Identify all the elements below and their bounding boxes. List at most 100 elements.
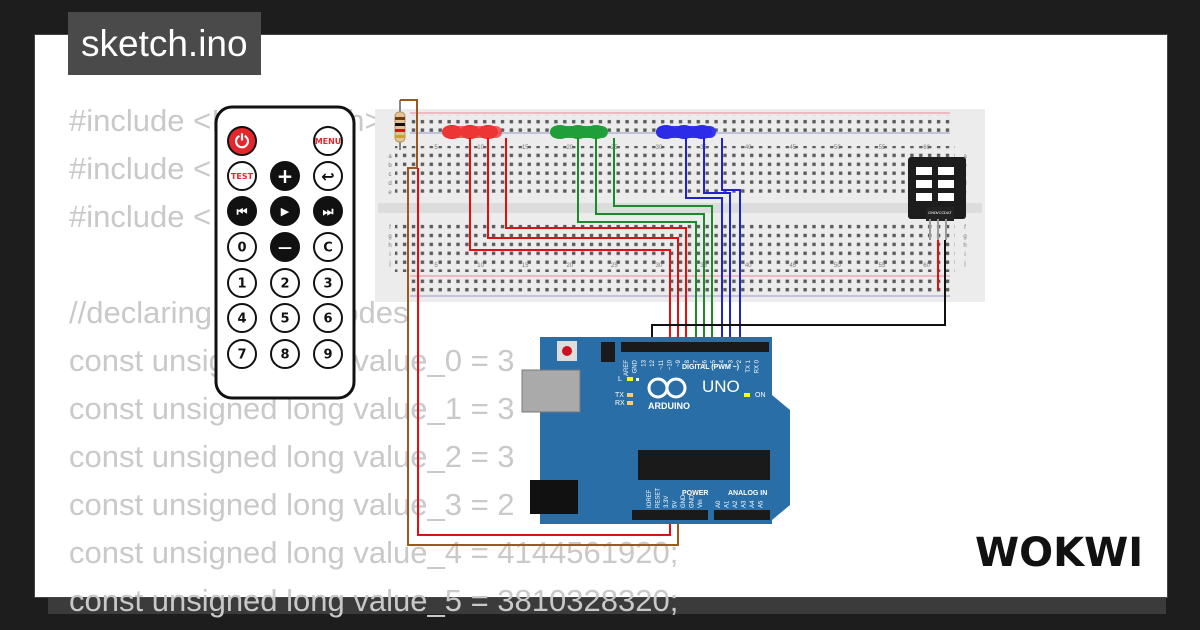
code-line: #include < xyxy=(69,151,212,186)
arduino-brand: ARDUINO xyxy=(648,401,690,411)
pin-label: A0 xyxy=(716,500,722,508)
back-label: ↩ xyxy=(321,167,334,186)
row-label: j xyxy=(388,261,390,267)
pin-label: 4 xyxy=(720,359,726,363)
column-label: 45 xyxy=(789,263,796,269)
ir-pin-label: DAT xyxy=(944,210,952,215)
test-button[interactable]: TEST xyxy=(227,161,257,191)
digit-5-button[interactable]: 5 xyxy=(270,303,300,333)
wokwi-logo: WOKWI xyxy=(975,530,1143,576)
next-button[interactable]: ⏭ xyxy=(313,196,343,226)
row-label: b xyxy=(388,163,392,169)
digit-9-label: 9 xyxy=(323,348,332,363)
digit-8-button[interactable]: 8 xyxy=(270,339,300,369)
row-label: d xyxy=(388,181,391,187)
row-label: h xyxy=(963,243,966,249)
led-label-rx: RX xyxy=(615,400,625,407)
pin-label: 8 xyxy=(685,359,691,363)
pin-label: 3.3V xyxy=(664,496,670,508)
digit-4-label: 4 xyxy=(237,312,246,327)
pin-label: A3 xyxy=(742,500,748,508)
column-label: 40 xyxy=(745,263,752,269)
column-label: 20 xyxy=(566,145,573,151)
arduino-uno[interactable]: ARDUINO UNO DIGITAL (PWM ~) ON L TX RX P… xyxy=(521,337,790,524)
column-label: 50 xyxy=(834,145,841,151)
row-label: f xyxy=(389,225,391,231)
play-button[interactable]: ▶ xyxy=(270,196,300,226)
pin-label: ~10 xyxy=(668,359,674,370)
column-label: 60 xyxy=(923,263,930,269)
led-label-l: L xyxy=(618,376,622,383)
back-button[interactable]: ↩ xyxy=(313,161,343,191)
resistor[interactable] xyxy=(394,100,406,150)
digit-5-label: 5 xyxy=(280,312,289,327)
ir-receiver[interactable]: GND VCC DAT xyxy=(908,157,966,240)
pin-label: GND xyxy=(690,494,696,508)
column-label: 55 xyxy=(879,145,886,151)
digit-6-button[interactable]: 6 xyxy=(313,303,343,333)
column-label: 55 xyxy=(879,263,886,269)
ir-pin-label: VCC xyxy=(936,210,945,215)
digit-6-label: 6 xyxy=(323,312,332,327)
column-label: 40 xyxy=(745,145,752,151)
ir-pin-label: GND xyxy=(928,210,937,215)
led-label-tx: TX xyxy=(615,392,624,399)
pin-label: GND xyxy=(681,494,687,508)
pin-label: TX 1 xyxy=(746,359,752,372)
minus-label: — xyxy=(278,240,292,256)
digit-2-button[interactable]: 2 xyxy=(270,268,300,298)
digit-3-button[interactable]: 3 xyxy=(313,268,343,298)
pin-label: RX 0 xyxy=(755,359,761,373)
pin-label: AREF xyxy=(624,360,630,376)
red-leds[interactable] xyxy=(442,125,502,139)
test-label: TEST xyxy=(231,172,254,181)
minus-button[interactable]: — xyxy=(270,232,300,262)
digit-9-button[interactable]: 9 xyxy=(313,339,343,369)
arduino-model: UNO xyxy=(702,377,740,396)
column-label: 30 xyxy=(656,145,663,151)
row-label: a xyxy=(963,154,967,160)
clear-button[interactable]: C xyxy=(313,232,343,262)
column-label: 5 xyxy=(434,263,438,269)
pin-label: A2 xyxy=(733,500,739,508)
power-label: POWER xyxy=(682,490,708,497)
row-label: g xyxy=(963,234,966,240)
pin-label: Vin xyxy=(698,499,704,508)
power-label: ⏻ xyxy=(235,131,250,152)
row-label: a xyxy=(388,154,392,160)
row-label: j xyxy=(963,261,965,267)
row-label: g xyxy=(388,234,391,240)
column-label: 10 xyxy=(477,145,484,151)
on-label: ON xyxy=(755,392,766,399)
row-label: i xyxy=(964,252,965,258)
play-label: ▶ xyxy=(281,205,290,218)
power-button[interactable]: ⏻ xyxy=(227,126,257,156)
wires xyxy=(400,99,946,546)
digit-4-button[interactable]: 4 xyxy=(227,303,257,333)
pin-label: A4 xyxy=(750,500,756,508)
blue-leds[interactable] xyxy=(656,125,716,139)
digit-1-button[interactable]: 1 xyxy=(227,268,257,298)
plus-button[interactable]: + xyxy=(270,161,300,191)
green-leds[interactable] xyxy=(550,125,608,139)
digit-7-button[interactable]: 7 xyxy=(227,339,257,369)
digit-1-label: 1 xyxy=(237,277,246,292)
menu-label: MENU xyxy=(315,137,342,146)
pin-label: 2 xyxy=(737,359,743,363)
pin-label: IOREF xyxy=(647,489,653,508)
menu-button[interactable]: MENU xyxy=(313,126,343,156)
pin-label: ~11 xyxy=(659,359,665,369)
digit-0-button[interactable]: 0 xyxy=(227,232,257,262)
prev-button[interactable]: ⏮ xyxy=(227,196,257,226)
sketch-title[interactable]: sketch.ino xyxy=(68,12,261,75)
digit-2-label: 2 xyxy=(280,277,289,292)
row-label: e xyxy=(388,190,392,196)
pin-label: GND xyxy=(633,359,639,373)
pin-label: ~5 xyxy=(711,359,717,367)
